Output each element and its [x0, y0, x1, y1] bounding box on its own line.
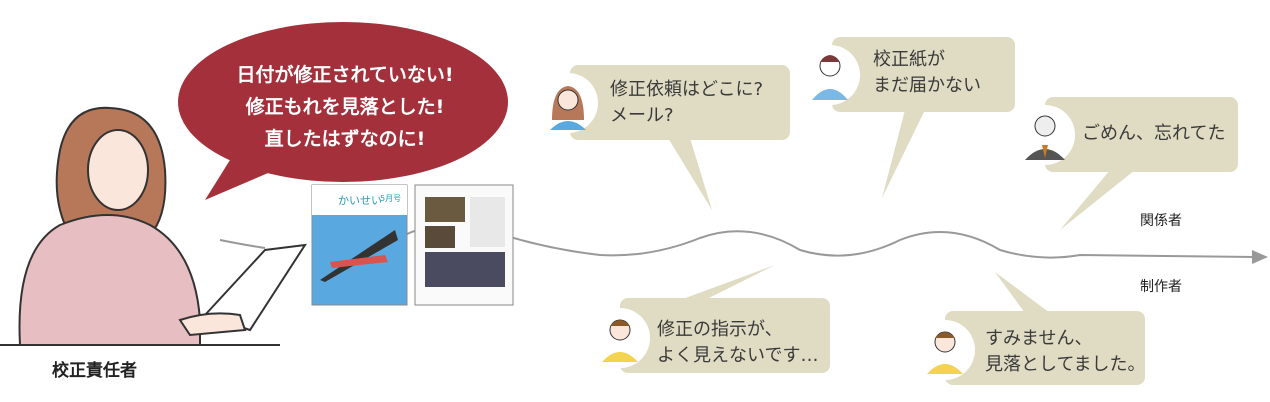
- producer-comment-1: 修正の指示が、よく見えないです…: [657, 319, 819, 366]
- avatar-woman: [538, 73, 598, 133]
- stakeholder-bubbles: [570, 37, 1238, 385]
- speech-line: 直したはずなのに!: [264, 128, 426, 150]
- label-producers: 制作者: [1140, 279, 1182, 295]
- avatar-older-man: [1015, 105, 1075, 165]
- stakeholder-comment-1: 修正依頼はどこに?メール?: [610, 79, 764, 126]
- producer-comment-2: すみません、見落としてました。: [985, 328, 1146, 375]
- proofreader-illustration: [0, 106, 308, 346]
- arrow-head-icon: [1252, 250, 1268, 264]
- speech-line: 修正もれを見落とした!: [245, 96, 445, 118]
- magazine-title: かいせい: [338, 194, 382, 207]
- proofreader-label: 校正責任者: [52, 361, 137, 381]
- avatar-young-man: [800, 45, 860, 105]
- avatar-producer-1: [590, 308, 650, 368]
- avatar-producer-2: [915, 320, 975, 380]
- magazine-cover: かいせい: [311, 184, 408, 306]
- label-stakeholders: 関係者: [1140, 213, 1182, 229]
- stakeholder-comment-3: ごめん、忘れてた: [1082, 123, 1226, 144]
- speech-line: 日付が修正されていない!: [236, 64, 454, 86]
- proofreader-speech: 日付が修正されていない! 修正もれを見落とした! 直したはずなのに!: [180, 59, 510, 155]
- stakeholder-comment-2: 校正紙がまだ届かない: [873, 49, 981, 96]
- red-speech-bubble: [178, 22, 508, 200]
- magazine-inner-page: [414, 184, 514, 306]
- avatars: [538, 45, 1075, 380]
- magazine-issue: 5月号: [380, 194, 402, 203]
